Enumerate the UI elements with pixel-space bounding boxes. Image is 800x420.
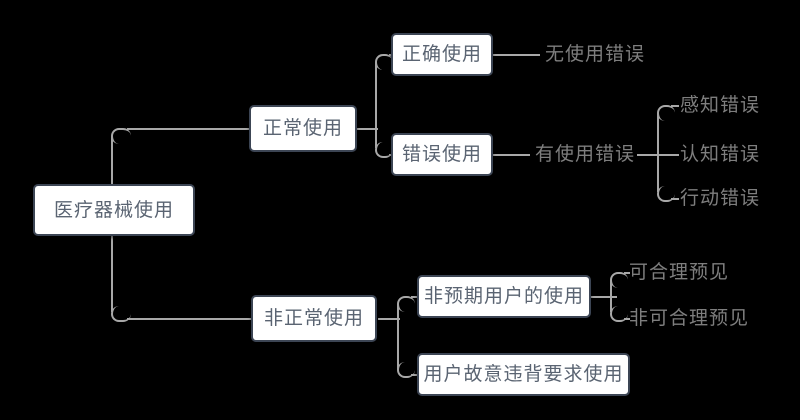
connector-unexpected-stub (589, 296, 617, 298)
connector-elbow-normal-top (375, 54, 393, 70)
connector-unexpected-spine (610, 280, 612, 312)
connector-root-to-normal (127, 128, 251, 130)
leaf-has-use-error: 有使用错误 (535, 142, 636, 165)
node-correct-use[interactable]: 正确使用 (391, 33, 493, 76)
connector-elbow-haserror-top (657, 105, 675, 121)
connector-abnormal-to-deliberate (411, 374, 419, 376)
leaf-no-use-error: 无使用错误 (545, 42, 646, 65)
connector-abnormal-spine (397, 304, 399, 370)
connector-elbow-unexpected-bottom (610, 306, 628, 322)
connector-root-to-abnormal (127, 318, 251, 320)
connector-haserror-to-cognition (665, 154, 679, 156)
connector-haserror-to-action (671, 198, 679, 200)
connector-elbow-haserror-bottom (657, 186, 675, 202)
node-deliberate-misuse[interactable]: 用户故意违背要求使用 (417, 353, 630, 396)
connector-abnormal-to-unexpected (411, 296, 419, 298)
node-unexpected-user-use[interactable]: 非预期用户的使用 (417, 275, 591, 318)
connector-elbow-normal-bottom (375, 142, 393, 158)
connector-haserror-stub (637, 154, 667, 156)
connector-unexpected-to-foreseeable (624, 272, 630, 274)
node-wrong-use[interactable]: 错误使用 (391, 133, 493, 176)
leaf-cognition-error: 认知错误 (680, 142, 761, 165)
connector-elbow-root-bottom (111, 306, 131, 322)
connector-haserror-to-perception (671, 105, 679, 107)
connector-abnormal-stub (378, 318, 400, 320)
connector-unexpected-to-notforeseeable (624, 318, 630, 320)
leaf-perception-error: 感知错误 (680, 93, 761, 116)
connector-elbow-unexpected-top (610, 272, 628, 288)
leaf-not-reasonably-foreseeable: 非可合理预见 (629, 306, 750, 329)
connector-elbow-abnormal-bottom (397, 362, 415, 378)
leaf-reasonably-foreseeable: 可合理预见 (629, 260, 730, 283)
connector-wrong-to-haserror (492, 154, 530, 156)
connector-correct-to-noerror (492, 54, 540, 56)
connector-haserror-spine (657, 113, 659, 192)
connector-elbow-abnormal-top (397, 296, 415, 312)
connector-normal-stub (356, 128, 378, 130)
node-abnormal-use[interactable]: 非正常使用 (251, 295, 377, 342)
connector-elbow-root-top (111, 128, 131, 144)
leaf-action-error: 行动错误 (680, 186, 761, 209)
node-root-medical-device-use[interactable]: 医疗器械使用 (33, 184, 195, 236)
node-normal-use[interactable]: 正常使用 (249, 105, 357, 152)
connector-normal-spine (375, 62, 377, 148)
